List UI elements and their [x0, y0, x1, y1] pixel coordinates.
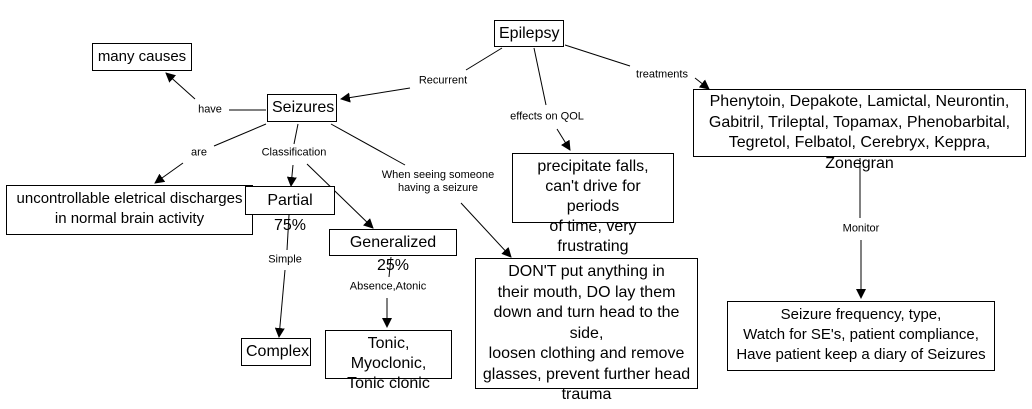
node-partial: Partial 75% [245, 186, 335, 234]
edge-seizures-classification [293, 123, 299, 145]
edge-simple-complex [274, 269, 286, 338]
node-epilepsy: Epilepsy [494, 20, 564, 47]
link-label-have: have [196, 103, 224, 117]
edge-seizures-are [213, 123, 267, 147]
edge-seizures-whenseeing [330, 123, 406, 166]
node-treatments: Phenytoin, Depakote, Lamictal, Neurontin… [693, 89, 1026, 172]
edge-classification-generalized [306, 163, 374, 229]
node-first-aid: DON'T put anything in their mouth, DO la… [475, 258, 698, 403]
link-label-classification: Classification [259, 146, 329, 160]
link-label-when-seeing: When seeing someone having a seizure [379, 169, 497, 195]
edge-recurrent-seizures [340, 87, 411, 103]
node-complex: Complex [241, 338, 311, 366]
edge-generalized-absence [388, 256, 392, 278]
node-seizures: Seizures [267, 94, 337, 122]
edge-partial-simple [286, 214, 290, 251]
link-label-absence-atonic: Absence,Atonic [347, 280, 429, 294]
link-label-effects-on-qol: effects on QOL [508, 110, 586, 124]
edge-epilepsy-recurrent [465, 47, 503, 71]
node-uncontrollable-discharges: uncontrollable eletrical discharges in n… [6, 185, 253, 235]
node-monitor: Seizure frequency, type, Watch for SE's,… [727, 301, 995, 371]
node-many-causes: many causes [92, 43, 192, 71]
link-label-recurrent: Recurrent [416, 74, 470, 88]
edge-whenseeing-firstaid [460, 202, 512, 258]
edge-epilepsy-treatments [564, 44, 631, 67]
edge-epilepsy-qol [533, 47, 547, 106]
link-label-are: are [189, 146, 209, 160]
edge-are-uncontrollable [154, 162, 184, 184]
link-label-simple: Simple [266, 253, 304, 267]
node-qol-effects: precipitate falls, can't drive for perio… [512, 153, 674, 255]
edge-classification-partial [286, 164, 297, 187]
node-generalized: Generalized 25% [329, 229, 457, 274]
edge-have-manycauses [165, 72, 196, 100]
link-label-monitor: Monitor [840, 222, 882, 236]
edge-qol-qolbox [556, 128, 571, 151]
node-tonic-myoclonic: Tonic, Myoclonic, Tonic clonic [325, 330, 452, 392]
edge-treatments-box [694, 77, 710, 90]
link-label-treatments: treatments [634, 68, 690, 82]
